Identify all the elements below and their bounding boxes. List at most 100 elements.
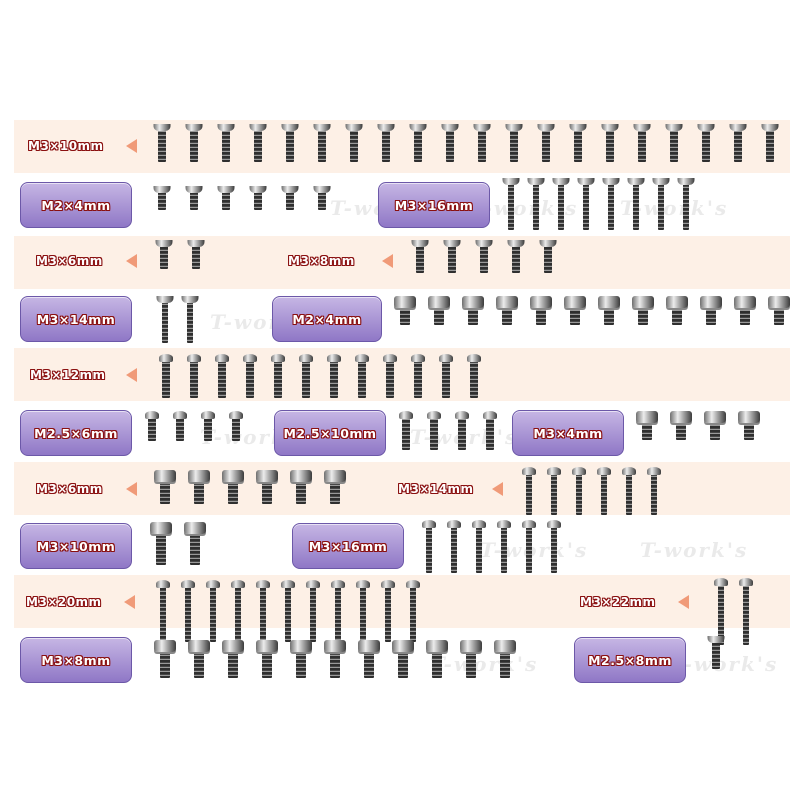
screw-head (700, 296, 722, 308)
screw-thread (209, 588, 216, 642)
screw-group (148, 240, 212, 269)
screw-group (150, 580, 425, 642)
screw-thread (194, 652, 204, 679)
screw-thread (766, 131, 774, 162)
size-label: M3×10mm (36, 538, 116, 554)
screw-head (377, 124, 395, 131)
screw-head (154, 470, 176, 482)
screw-head (405, 580, 420, 588)
screw-head (324, 470, 346, 482)
screw-thread (717, 586, 724, 645)
flat-head-screw-icon (180, 240, 212, 269)
button-head-screw-icon (225, 580, 250, 642)
screw-head (738, 578, 753, 586)
size-label: M3×20mm (26, 595, 102, 609)
screw-thread (359, 588, 366, 642)
screw-head (713, 578, 728, 586)
button-head-screw-icon (541, 467, 566, 516)
flange-head-screw-icon (148, 470, 182, 504)
screw-head (462, 296, 484, 308)
screw-head (652, 178, 669, 185)
screw-head (215, 354, 229, 362)
size-label-box: M2.5×6mm (20, 410, 132, 456)
screw-head (768, 296, 790, 308)
screw-thread (480, 247, 488, 274)
screw-thread (350, 131, 358, 162)
screw-group (152, 354, 488, 398)
screw-head (546, 520, 561, 528)
screw-head (230, 580, 245, 588)
screw-thread (712, 643, 720, 670)
button-head-screw-icon (376, 354, 404, 398)
screw-thread (550, 528, 557, 573)
screw-head (299, 354, 313, 362)
size-label-box: M3×14mm (20, 296, 132, 342)
screw-thread (606, 131, 614, 162)
screw-head (507, 240, 525, 247)
screw-head (421, 520, 436, 528)
button-head-screw-icon (348, 354, 376, 398)
flat-head-screw-icon (626, 124, 658, 162)
screw-thread (160, 482, 170, 504)
size-label: M3×14mm (36, 311, 116, 327)
flange-head-screw-icon (284, 640, 318, 679)
pointer-arrow-icon (678, 595, 689, 609)
screw-head (571, 467, 586, 475)
screw-thread (364, 652, 374, 679)
flat-head-screw-icon (594, 124, 626, 162)
screw-thread (710, 423, 720, 441)
screw-head (180, 580, 195, 588)
screw-thread (470, 362, 478, 398)
flat-head-screw-icon (690, 124, 722, 162)
screw-thread (330, 652, 340, 679)
screw-thread (657, 185, 664, 230)
size-label: M3×14mm (398, 482, 474, 496)
flat-head-screw-icon (370, 124, 402, 162)
screw-head (569, 124, 587, 131)
screw-thread (650, 475, 657, 516)
pointer-arrow-icon (126, 368, 137, 382)
flange-head-screw-icon (318, 470, 352, 504)
flange-head-screw-icon (660, 296, 694, 326)
screw-head (670, 411, 692, 423)
button-head-screw-icon (516, 520, 541, 573)
screw-head (473, 124, 491, 131)
screw-head (443, 240, 461, 247)
screw-thread (414, 131, 422, 162)
flat-head-screw-icon (673, 178, 698, 230)
screw-thread (742, 586, 749, 645)
screw-head (243, 354, 257, 362)
screw-thread (544, 247, 552, 274)
button-head-screw-icon (208, 354, 236, 398)
button-head-screw-icon (400, 580, 425, 642)
flat-head-screw-icon (148, 240, 180, 269)
screw-thread (162, 362, 170, 398)
flange-head-screw-icon (454, 640, 488, 679)
screw-head (496, 296, 518, 308)
screw-group (138, 411, 250, 441)
screw-thread (296, 652, 306, 679)
screw-group (144, 522, 212, 565)
flat-head-screw-icon (468, 240, 500, 274)
screw-thread (148, 419, 156, 441)
button-head-screw-icon (708, 578, 733, 645)
flat-head-screw-icon (242, 186, 274, 211)
size-label: M2×4mm (41, 197, 111, 213)
screw-thread (228, 482, 238, 504)
size-label: M3×8mm (41, 652, 111, 668)
row-band-5 (14, 348, 790, 401)
flat-head-screw-icon (532, 240, 564, 274)
screw-head (539, 240, 557, 247)
size-label: M3×4mm (533, 425, 603, 441)
flat-head-screw-icon (658, 124, 690, 162)
screw-thread (672, 308, 682, 326)
screw-thread (532, 185, 539, 230)
flange-head-screw-icon (216, 640, 250, 679)
screw-thread (676, 423, 686, 441)
screw-thread (706, 308, 716, 326)
button-head-screw-icon (180, 354, 208, 398)
screw-head (427, 411, 441, 419)
flat-head-screw-icon (598, 178, 623, 230)
screw-head (439, 354, 453, 362)
screw-group (152, 296, 202, 344)
